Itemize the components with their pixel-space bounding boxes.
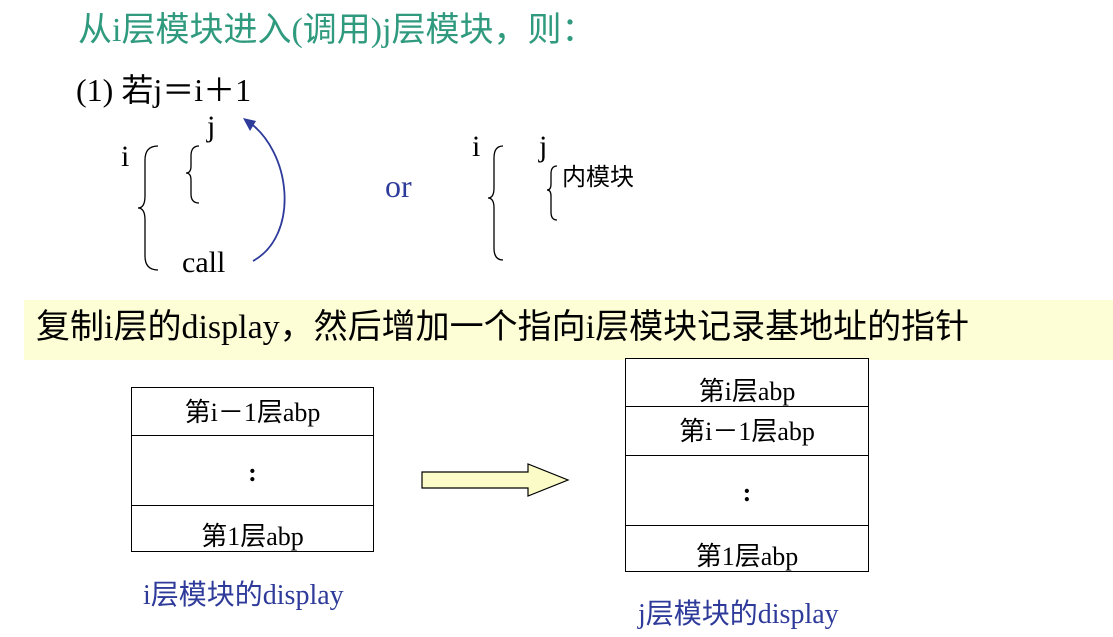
call-arrow-head	[243, 118, 256, 131]
transfer-arrow	[421, 463, 570, 497]
display-j-row: 第1层abp	[626, 526, 868, 571]
display-j-ellipsis: :	[742, 478, 752, 507]
display-i-row-label: 第1层abp	[201, 522, 304, 551]
call-arrow-curve	[245, 119, 286, 262]
inner-module-var-left: j	[207, 110, 216, 143]
display-j-row: :	[626, 456, 868, 526]
display-j-row-label: 第i－1层abp	[679, 417, 815, 446]
inner-module-var-right: j	[539, 130, 548, 163]
display-stack-i: 第i－1层abp : 第1层abp	[131, 387, 374, 552]
display-i-row-label: 第i－1层abp	[184, 398, 321, 427]
display-j-row: 第i－1层abp	[626, 407, 868, 456]
display-i-ellipsis: :	[248, 458, 257, 487]
inner-module-label: 内模块	[562, 165, 634, 191]
brace-inner-left	[185, 145, 200, 204]
display-i-row: :	[132, 436, 373, 506]
display-j-caption: j层模块的display	[638, 599, 839, 630]
slide-title: 从i层模块进入(调用)j层模块，则：	[78, 12, 596, 49]
case-label: (1) 若j＝i＋1	[76, 72, 252, 108]
display-j-row-label: 第1层abp	[695, 542, 799, 571]
display-j-row-label: 第i层abp	[698, 377, 796, 406]
or-label: or	[385, 168, 412, 204]
display-i-row: 第i－1层abp	[132, 388, 373, 436]
brace-inner-right	[546, 165, 558, 221]
outer-module-var-right: i	[472, 130, 481, 163]
display-i-caption: i层模块的display	[143, 580, 344, 611]
display-i-row: 第1层abp	[132, 506, 373, 551]
brace-outer-left	[137, 145, 159, 271]
banner-background	[24, 300, 1113, 360]
display-stack-j: 第i层abp 第i－1层abp : 第1层abp	[625, 358, 869, 572]
outer-module-var-left: i	[121, 140, 130, 173]
call-label: call	[182, 246, 226, 279]
display-j-row: 第i层abp	[626, 359, 868, 407]
brace-outer-right	[487, 145, 504, 261]
banner-text: 复制i层的display，然后增加一个指向i层模块记录基地址的指针	[36, 309, 970, 346]
